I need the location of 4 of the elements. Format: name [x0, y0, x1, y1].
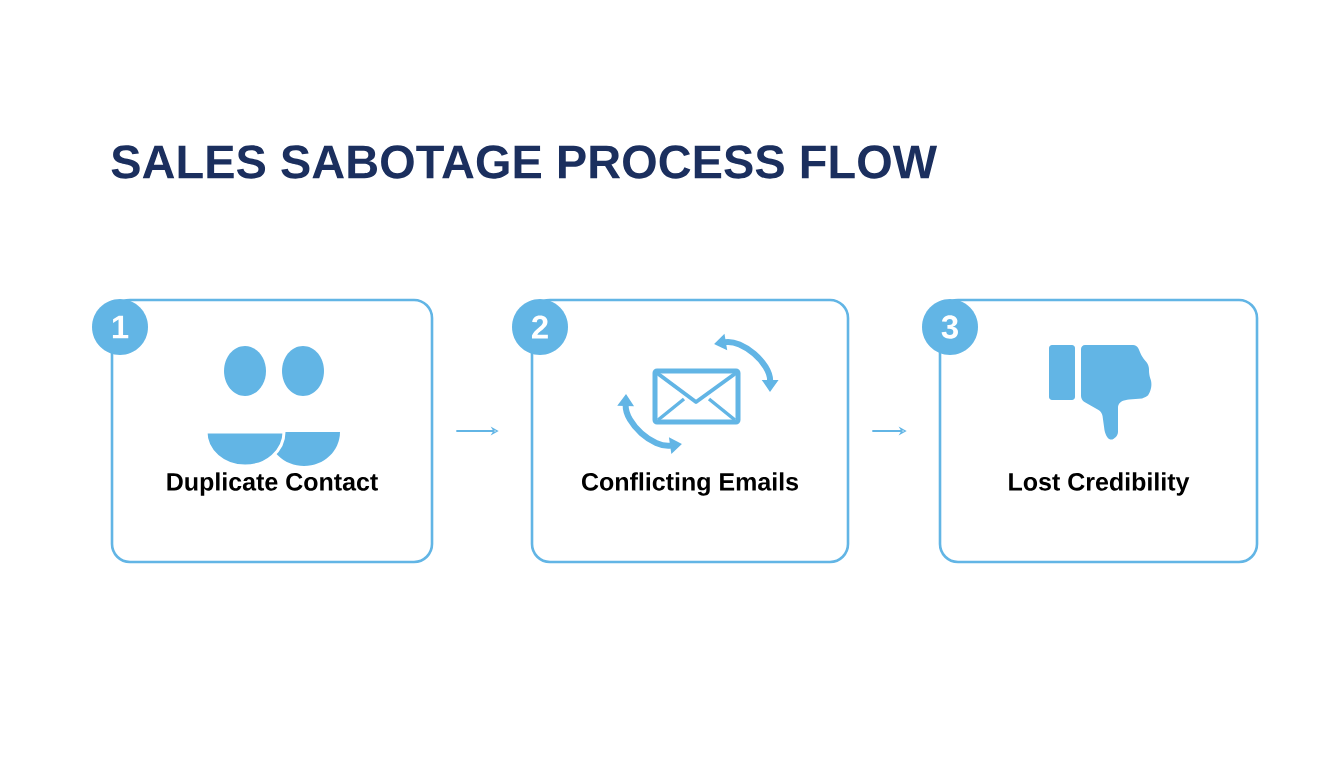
number-badge: 2	[512, 299, 568, 355]
number-badge: 3	[922, 299, 978, 355]
title: SALES SABOTAGE PROCESS FLOW	[111, 145, 938, 179]
number-badge: 1	[92, 299, 148, 355]
